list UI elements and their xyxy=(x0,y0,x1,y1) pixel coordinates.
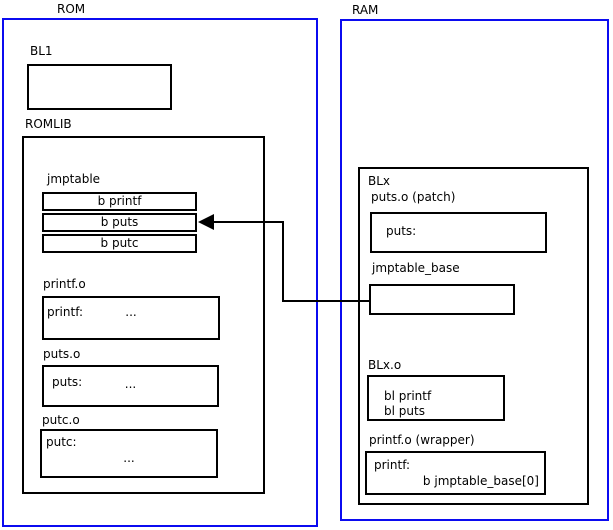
puts-patch-label: puts.o (patch) xyxy=(371,190,456,204)
blx-box xyxy=(358,167,589,505)
romlib-label: ROMLIB xyxy=(25,117,72,131)
jmptable-rows: b printf b puts b putc xyxy=(42,192,197,255)
puts-symbol: puts: xyxy=(52,375,83,389)
blx-o-box: bl printf bl puts xyxy=(367,375,505,421)
putc-o-label: putc.o xyxy=(42,413,80,427)
puts-o-label: puts.o xyxy=(43,347,81,361)
printf-o-box: printf: ... xyxy=(42,296,220,340)
putc-o-box: putc: ... xyxy=(40,429,218,478)
blx-o-line-bl-puts: bl puts xyxy=(384,404,425,418)
printf-wrapper-label: printf.o (wrapper) xyxy=(369,433,475,447)
rom-title: ROM xyxy=(57,2,86,16)
puts-o-box: puts: ... xyxy=(42,365,219,407)
ram-title: RAM xyxy=(352,3,379,17)
jmptable-row-b-puts: b puts xyxy=(42,213,197,232)
putc-symbol: putc: xyxy=(46,435,77,449)
jmptable-label: jmptable xyxy=(47,172,101,186)
jmptable-row-b-printf: b printf xyxy=(42,192,197,211)
blx-label: BLx xyxy=(368,174,391,188)
jmptable-base-label: jmptable_base xyxy=(372,261,460,275)
blx-o-line-bl-printf: bl printf xyxy=(384,389,432,403)
bl1-box xyxy=(27,64,172,110)
bl1-label: BL1 xyxy=(30,44,53,58)
printf-wrapper-symbol: printf: xyxy=(374,458,411,472)
jmptable-base-box xyxy=(369,284,515,315)
printf-symbol: printf: xyxy=(47,305,84,319)
puts-patch-box: puts: xyxy=(370,212,547,253)
printf-wrapper-box: printf: b jmptable_base[0] xyxy=(365,451,546,495)
puts-body-dots: ... xyxy=(124,377,137,391)
jmptable-row-b-putc: b putc xyxy=(42,234,197,253)
printf-wrapper-body: b jmptable_base[0] xyxy=(422,474,539,488)
romlib-box xyxy=(22,136,265,494)
blx-o-label: BLx.o xyxy=(368,358,402,372)
printf-o-label: printf.o xyxy=(43,277,86,291)
printf-body-dots: ... xyxy=(125,305,137,319)
puts-patch-symbol: puts: xyxy=(386,224,417,238)
putc-body-dots: ... xyxy=(123,451,135,465)
